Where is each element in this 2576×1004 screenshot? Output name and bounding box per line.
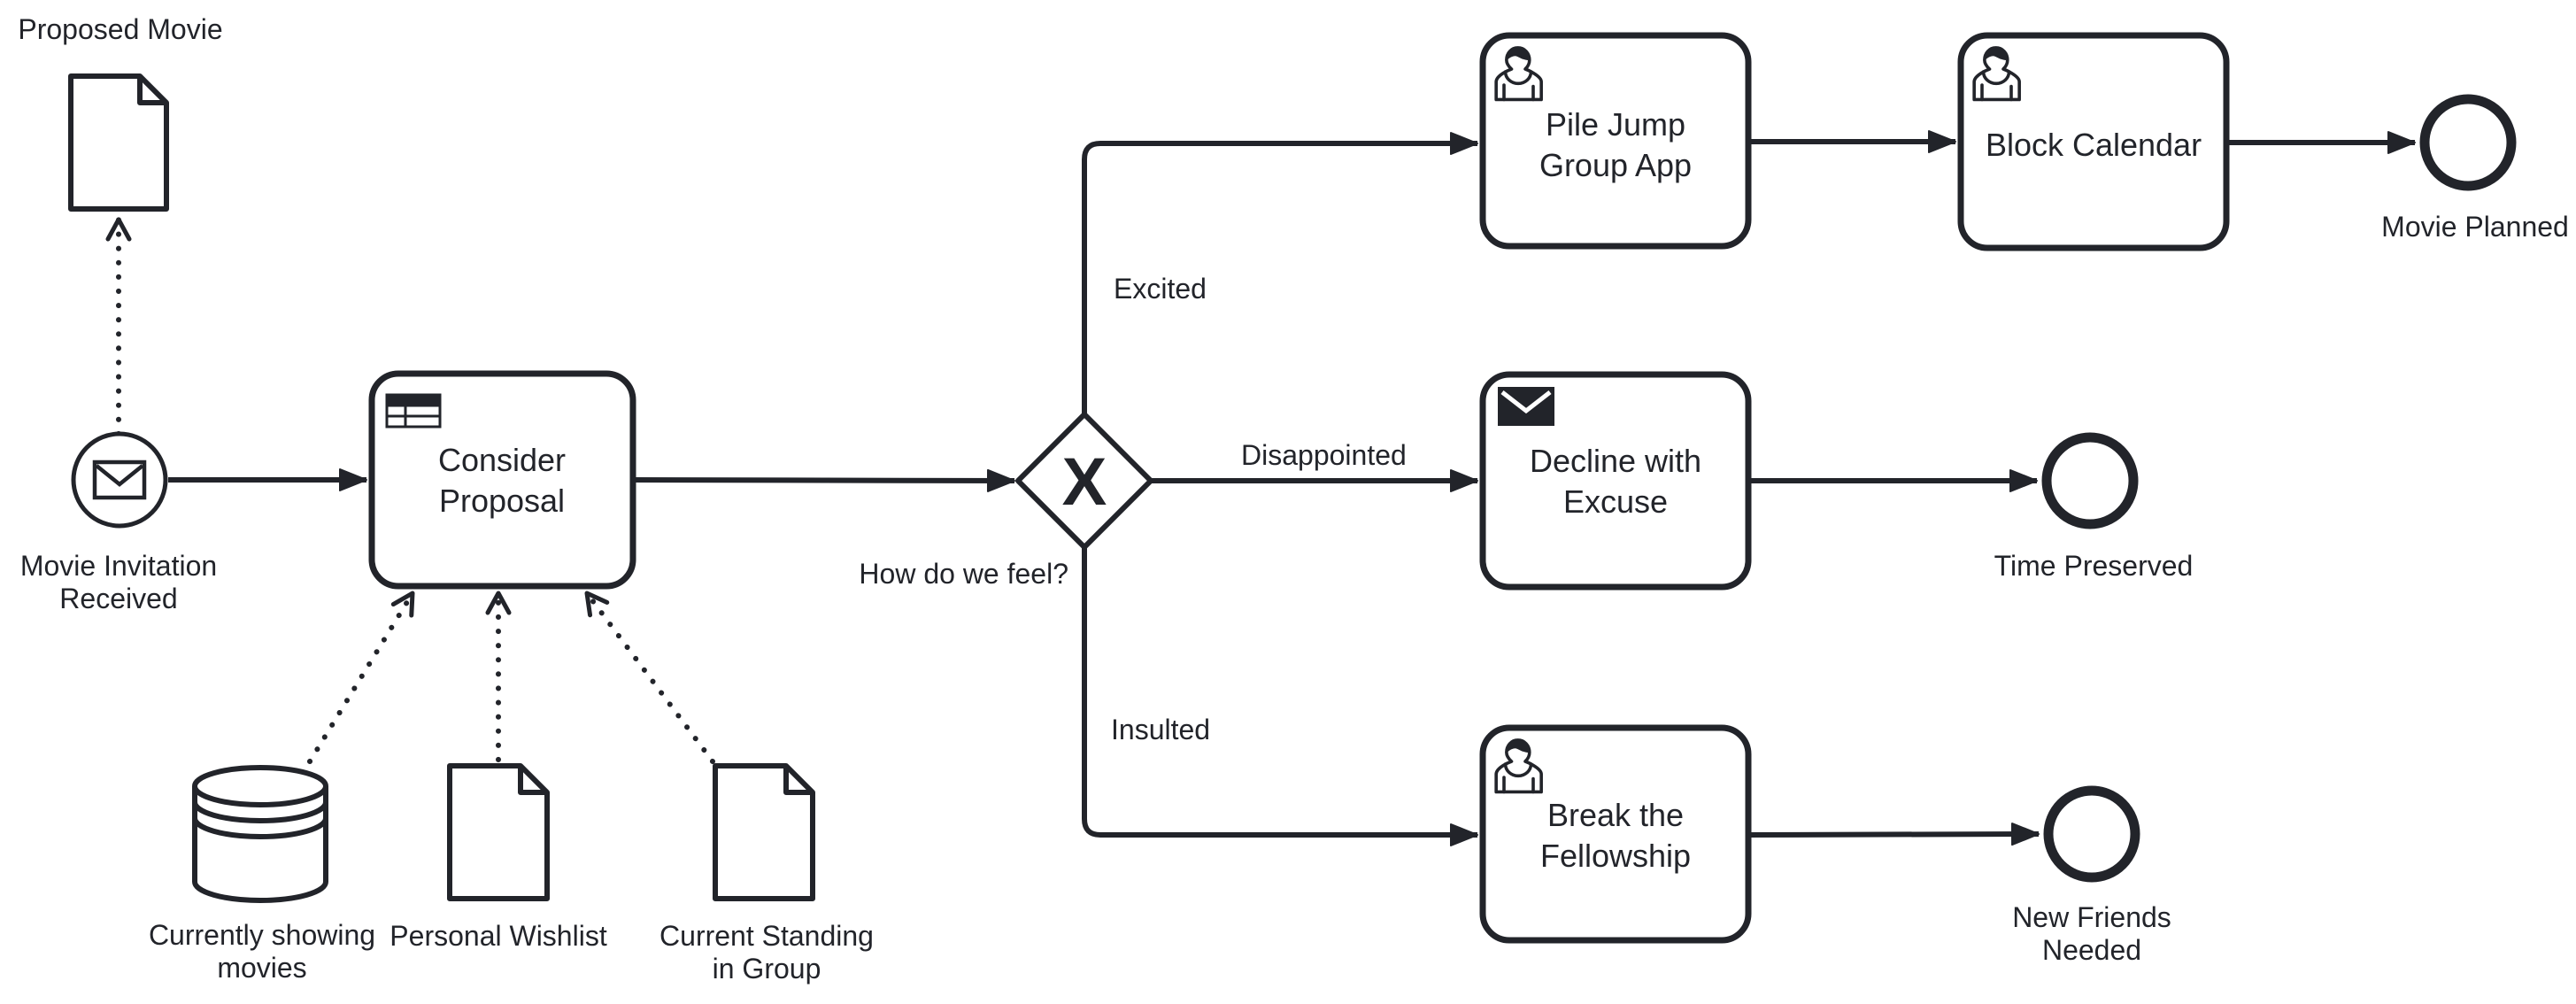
flow-excited[interactable] <box>1082 132 1478 414</box>
task-consider-proposal[interactable]: Consider Proposal <box>368 370 636 590</box>
task-block-calendar[interactable]: Block Calendar <box>1957 32 2230 251</box>
task-decline-with-excuse[interactable]: Decline with Excuse <box>1479 371 1752 591</box>
personal-wishlist-label: Personal Wishlist <box>389 920 607 952</box>
pile-jump-label-line2: Group App <box>1539 147 1692 183</box>
gateway-label: How do we feel? <box>859 558 1068 590</box>
data-association-current-standing[interactable] <box>584 591 715 764</box>
start-event-label-line2: Received <box>59 583 177 614</box>
flow-break-to-end[interactable] <box>1747 823 2040 846</box>
proposed-movie-label: Proposed Movie <box>18 13 222 45</box>
x-marker-icon: X <box>1062 444 1107 520</box>
block-calendar-label: Block Calendar <box>1986 127 2202 163</box>
task-pile-jump-group-app[interactable]: Pile Jump Group App <box>1479 32 1752 250</box>
pile-jump-label-line1: Pile Jump <box>1546 106 1685 143</box>
flow-consider-to-gateway[interactable] <box>632 468 1015 492</box>
data-object-current-standing[interactable] <box>713 763 815 901</box>
start-event-label-line1: Movie Invitation <box>20 550 217 582</box>
task-break-the-fellowship[interactable]: Break the Fellowship <box>1479 724 1752 944</box>
current-standing-label-line2: in Group <box>713 953 821 985</box>
decline-label-line2: Excuse <box>1563 483 1668 520</box>
current-standing-label-line1: Current Standing <box>659 920 874 952</box>
gateway-how-do-we-feel[interactable]: X <box>1015 412 1153 550</box>
flow-label-insulted: Insulted <box>1111 714 1210 745</box>
currently-showing-label-line1: Currently showing <box>149 919 375 951</box>
data-object-proposed-movie[interactable] <box>68 73 169 212</box>
flow-label-disappointed: Disappointed <box>1241 439 1407 471</box>
consider-proposal-label-line2: Proposal <box>439 483 565 519</box>
start-event-movie-invitation[interactable] <box>71 431 168 529</box>
message-icon <box>92 460 147 500</box>
end-event-time-preserved[interactable] <box>2041 432 2139 529</box>
time-preserved-label: Time Preserved <box>1994 550 2194 582</box>
data-object-personal-wishlist[interactable] <box>447 763 550 901</box>
flow-label-excited: Excited <box>1114 273 1207 305</box>
business-rule-icon <box>385 393 442 429</box>
flow-insulted[interactable] <box>1082 547 1478 846</box>
data-association-currently-showing[interactable] <box>307 591 415 764</box>
end-event-new-friends[interactable] <box>2043 785 2140 883</box>
movie-planned-label: Movie Planned <box>2381 211 2569 243</box>
break-fellowship-label-line2: Fellowship <box>1540 838 1691 874</box>
new-friends-label-line1: New Friends <box>2012 901 2171 933</box>
break-fellowship-label-line1: Break the <box>1547 797 1684 833</box>
consider-proposal-label-line1: Consider <box>438 442 566 478</box>
currently-showing-label-line2: movies <box>217 952 306 984</box>
data-store-currently-showing[interactable] <box>192 765 328 903</box>
send-icon <box>1498 387 1554 426</box>
decline-label-line1: Decline with <box>1530 443 1701 479</box>
new-friends-label-line2: Needed <box>2042 934 2141 966</box>
end-event-movie-planned[interactable] <box>2419 94 2517 191</box>
